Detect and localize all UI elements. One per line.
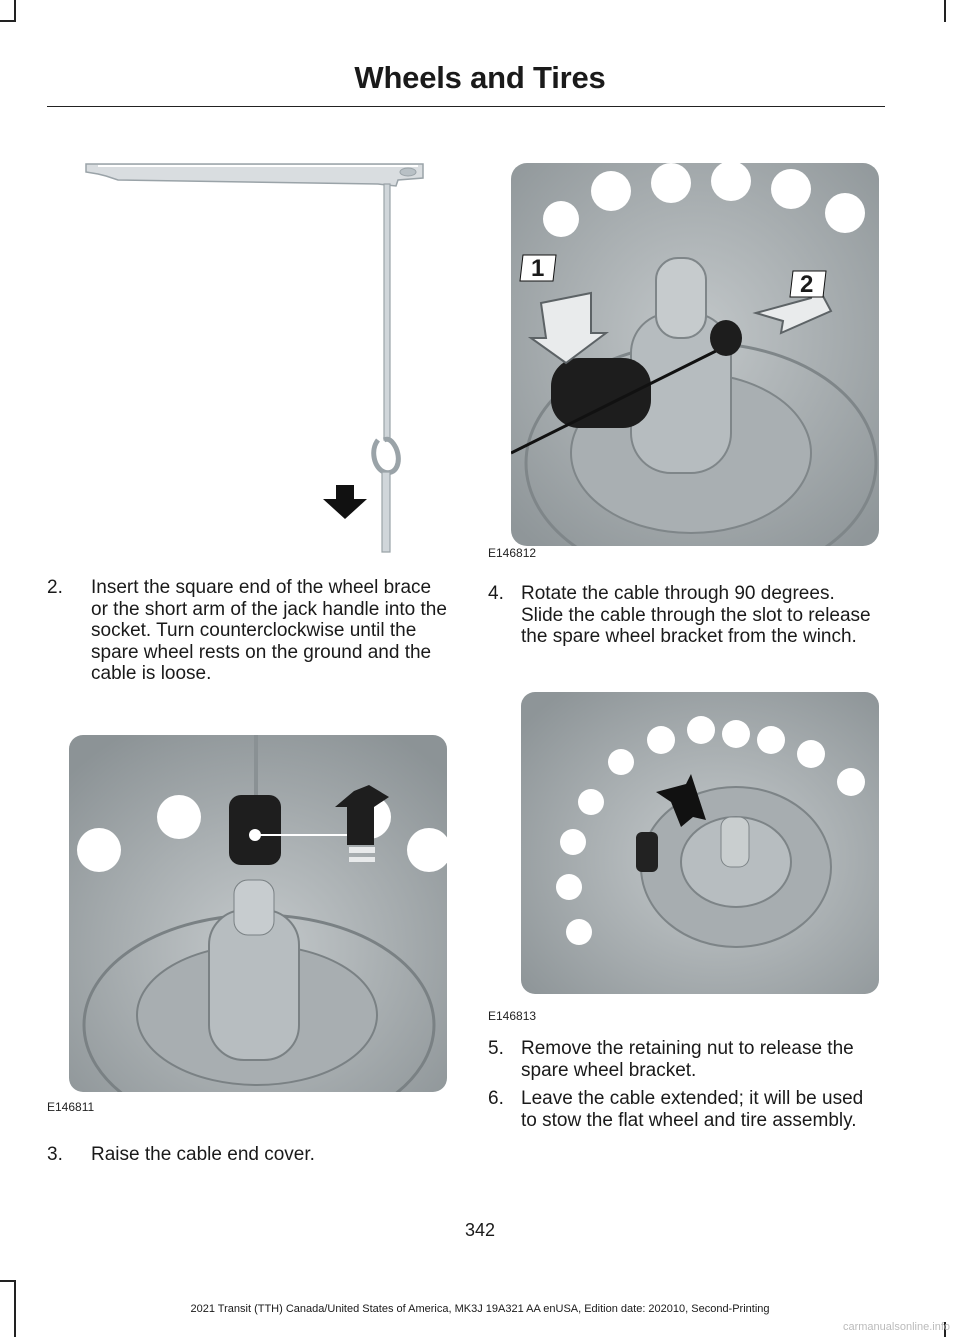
crop-mark-top-left-v — [14, 0, 16, 22]
step-number: 5. — [488, 1038, 504, 1059]
figure-retaining-nut — [521, 692, 879, 994]
figure-jack-handle — [78, 150, 438, 560]
figure-id: E146811 — [47, 1100, 95, 1114]
callout-2: 2 — [788, 269, 828, 299]
down-arrow-icon — [323, 485, 367, 519]
crop-mark-bottom-left-v — [14, 1280, 16, 1337]
figure-id: E146813 — [488, 1009, 537, 1023]
page-number: 342 — [464, 1220, 496, 1240]
step-text: Raise the cable end cover. — [91, 1144, 315, 1165]
header-rule — [47, 106, 885, 107]
crop-mark-bottom-left-h — [0, 1280, 16, 1282]
step-text: Leave the cable extended; it will be use… — [521, 1088, 864, 1131]
figure-winch-cable — [511, 163, 879, 546]
crop-mark-top-right-v — [944, 0, 946, 22]
crop-mark-top-left-h — [0, 20, 16, 22]
step-number: 4. — [488, 583, 504, 604]
footer-edition: 2021 Transit (TTH) Canada/United States … — [190, 1303, 770, 1315]
crop-mark-bottom-right-v — [944, 1322, 946, 1337]
figure-id: E146812 — [488, 546, 537, 560]
step-number: 6. — [488, 1088, 504, 1109]
page-title: Wheels and Tires — [354, 60, 606, 95]
watermark: carmanualsonline.info — [842, 1321, 950, 1333]
step-number: 3. — [47, 1144, 63, 1165]
callout-1: 1 — [518, 253, 558, 283]
step-text: Remove the retaining nut to release the … — [521, 1038, 854, 1081]
figure-cable-end-cover — [69, 735, 447, 1092]
step-text: Rotate the cable through 90 degrees. Sli… — [521, 583, 871, 647]
step-number: 2. — [47, 577, 63, 598]
step-text: Insert the square end of the wheel brace… — [91, 577, 447, 684]
